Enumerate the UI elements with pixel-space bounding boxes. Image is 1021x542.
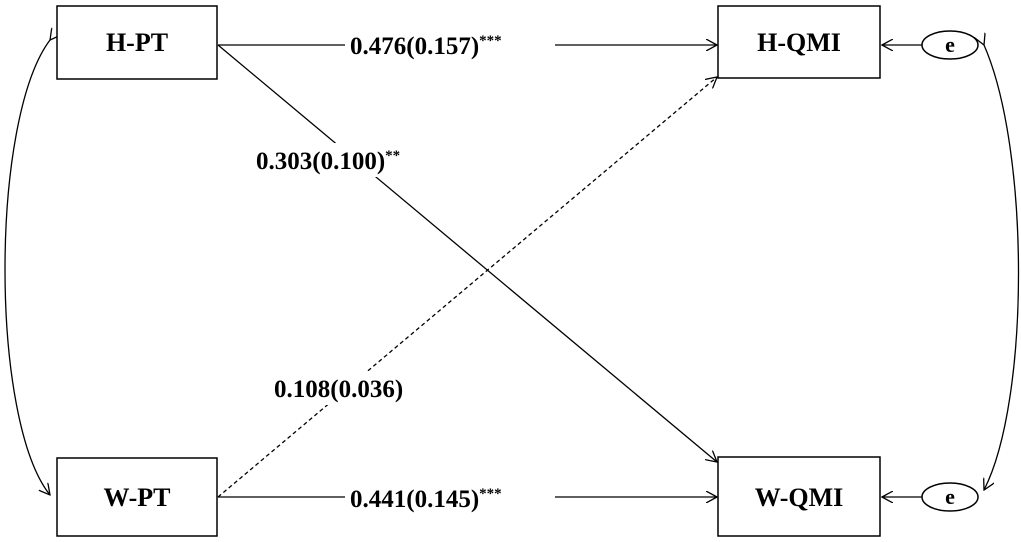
covariance-curve-predictors bbox=[4, 40, 50, 495]
node-label: H-QMI bbox=[757, 28, 841, 57]
coef-h-pt-to-h-qmi: 0.476(0.157)*** bbox=[345, 28, 555, 62]
node-h-qmi: H-QMI bbox=[717, 5, 881, 79]
coef-sig: *** bbox=[479, 486, 502, 502]
node-h-pt: H-PT bbox=[56, 5, 218, 80]
coef-value: 0.108(0.036) bbox=[274, 376, 403, 403]
error-label: e bbox=[945, 32, 955, 57]
svg-text:0.441(0.145)***: 0.441(0.145)*** bbox=[350, 486, 502, 513]
coef-w-pt-to-w-qmi: 0.441(0.145)*** bbox=[345, 481, 555, 515]
node-label: W-QMI bbox=[755, 483, 844, 512]
coef-value: 0.303(0.100) bbox=[256, 148, 385, 175]
node-label: W-PT bbox=[104, 483, 171, 512]
path-h-pt-to-w-qmi bbox=[217, 44, 717, 462]
error-h-qmi: e bbox=[921, 30, 979, 60]
coef-sig: *** bbox=[479, 33, 502, 49]
svg-text:0.303(0.100)**: 0.303(0.100)** bbox=[256, 148, 400, 175]
coef-w-pt-to-h-qmi: 0.108(0.036) bbox=[270, 371, 445, 405]
coef-value: 0.476(0.157) bbox=[350, 33, 479, 60]
node-label: H-PT bbox=[106, 28, 168, 57]
coef-value: 0.441(0.145) bbox=[350, 486, 479, 513]
node-w-pt: W-PT bbox=[56, 457, 218, 537]
coef-h-pt-to-w-qmi: 0.303(0.100)** bbox=[250, 143, 450, 177]
path-w-pt-to-h-qmi bbox=[217, 77, 717, 498]
error-w-qmi: e bbox=[921, 482, 979, 512]
coef-sig: ** bbox=[385, 148, 400, 164]
svg-text:0.108(0.036): 0.108(0.036) bbox=[274, 376, 403, 403]
covariance-curve-errors bbox=[984, 45, 1020, 490]
svg-text:0.476(0.157)***: 0.476(0.157)*** bbox=[350, 33, 502, 60]
node-w-qmi: W-QMI bbox=[717, 456, 881, 537]
error-label: e bbox=[945, 484, 955, 509]
